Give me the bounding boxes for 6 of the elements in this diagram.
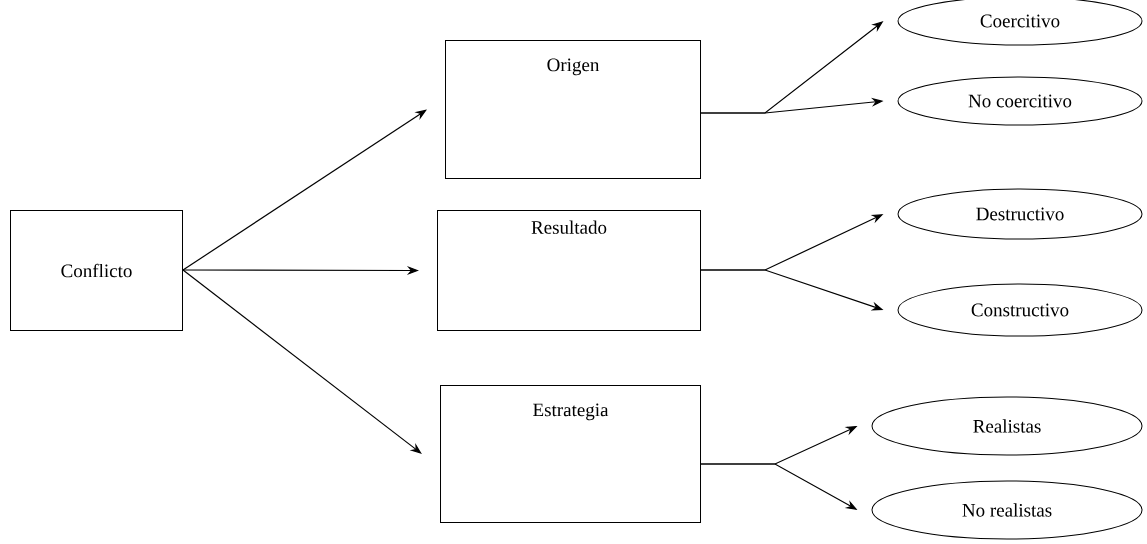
arrow <box>182 109 427 271</box>
box: Origen <box>445 40 701 179</box>
box: Estrategia <box>440 385 701 523</box>
box: Conflicto <box>10 210 183 331</box>
arrow <box>182 269 422 454</box>
box: Resultado <box>437 210 701 331</box>
